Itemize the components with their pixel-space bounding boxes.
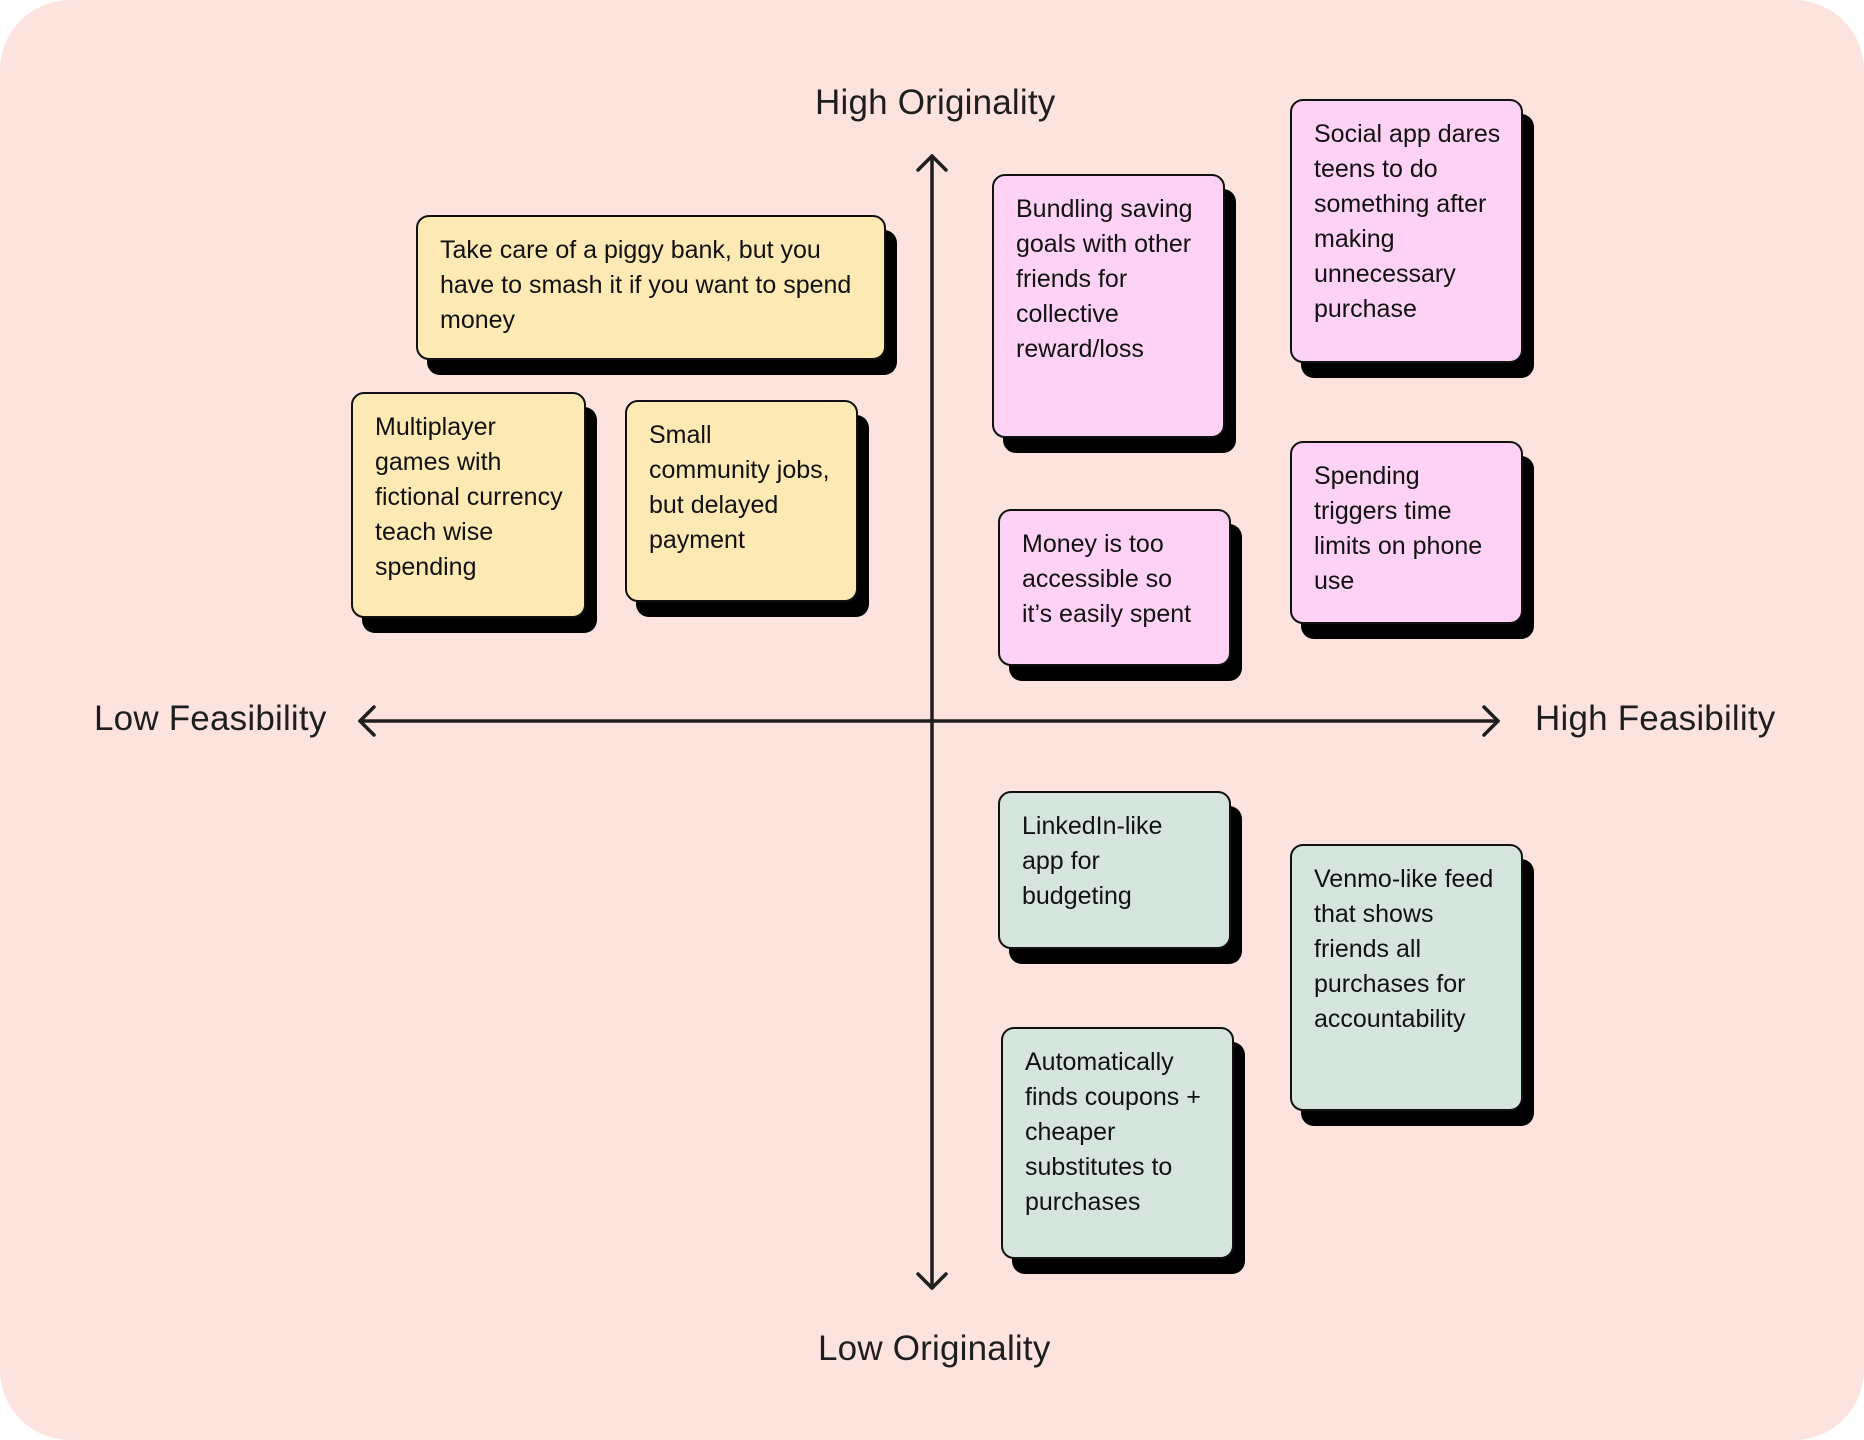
low-feasibility-label: Low Feasibility <box>94 699 327 738</box>
sticky-note-multiplayer-games: Multiplayer games with fictional currenc… <box>351 392 586 618</box>
down-arrowhead <box>916 1272 948 1290</box>
left-arrowhead <box>358 705 376 737</box>
sticky-note-linkedin-app: LinkedIn-like app for budgeting <box>998 791 1231 949</box>
right-arrowhead <box>1482 705 1500 737</box>
high-feasibility-label: High Feasibility <box>1535 699 1776 738</box>
up-arrowhead <box>916 154 948 172</box>
sticky-note-bundling-goals: Bundling saving goals with other friends… <box>992 174 1225 438</box>
sticky-note-phone-limits: Spending triggers time limits on phone u… <box>1290 441 1523 624</box>
sticky-note-venmo-feed: Venmo-like feed that shows friends all p… <box>1290 844 1523 1111</box>
sticky-note-money-accessible: Money is too accessible so it’s easily s… <box>998 509 1231 666</box>
sticky-note-coupons: Automatically finds coupons + cheaper su… <box>1001 1027 1234 1259</box>
low-originality-label: Low Originality <box>818 1329 1051 1368</box>
high-originality-label: High Originality <box>815 83 1056 122</box>
sticky-note-community-jobs: Small community jobs, but delayed paymen… <box>625 400 858 602</box>
sticky-note-piggy-bank: Take care of a piggy bank, but you have … <box>416 215 886 360</box>
sticky-note-social-dares: Social app dares teens to do something a… <box>1290 99 1523 363</box>
